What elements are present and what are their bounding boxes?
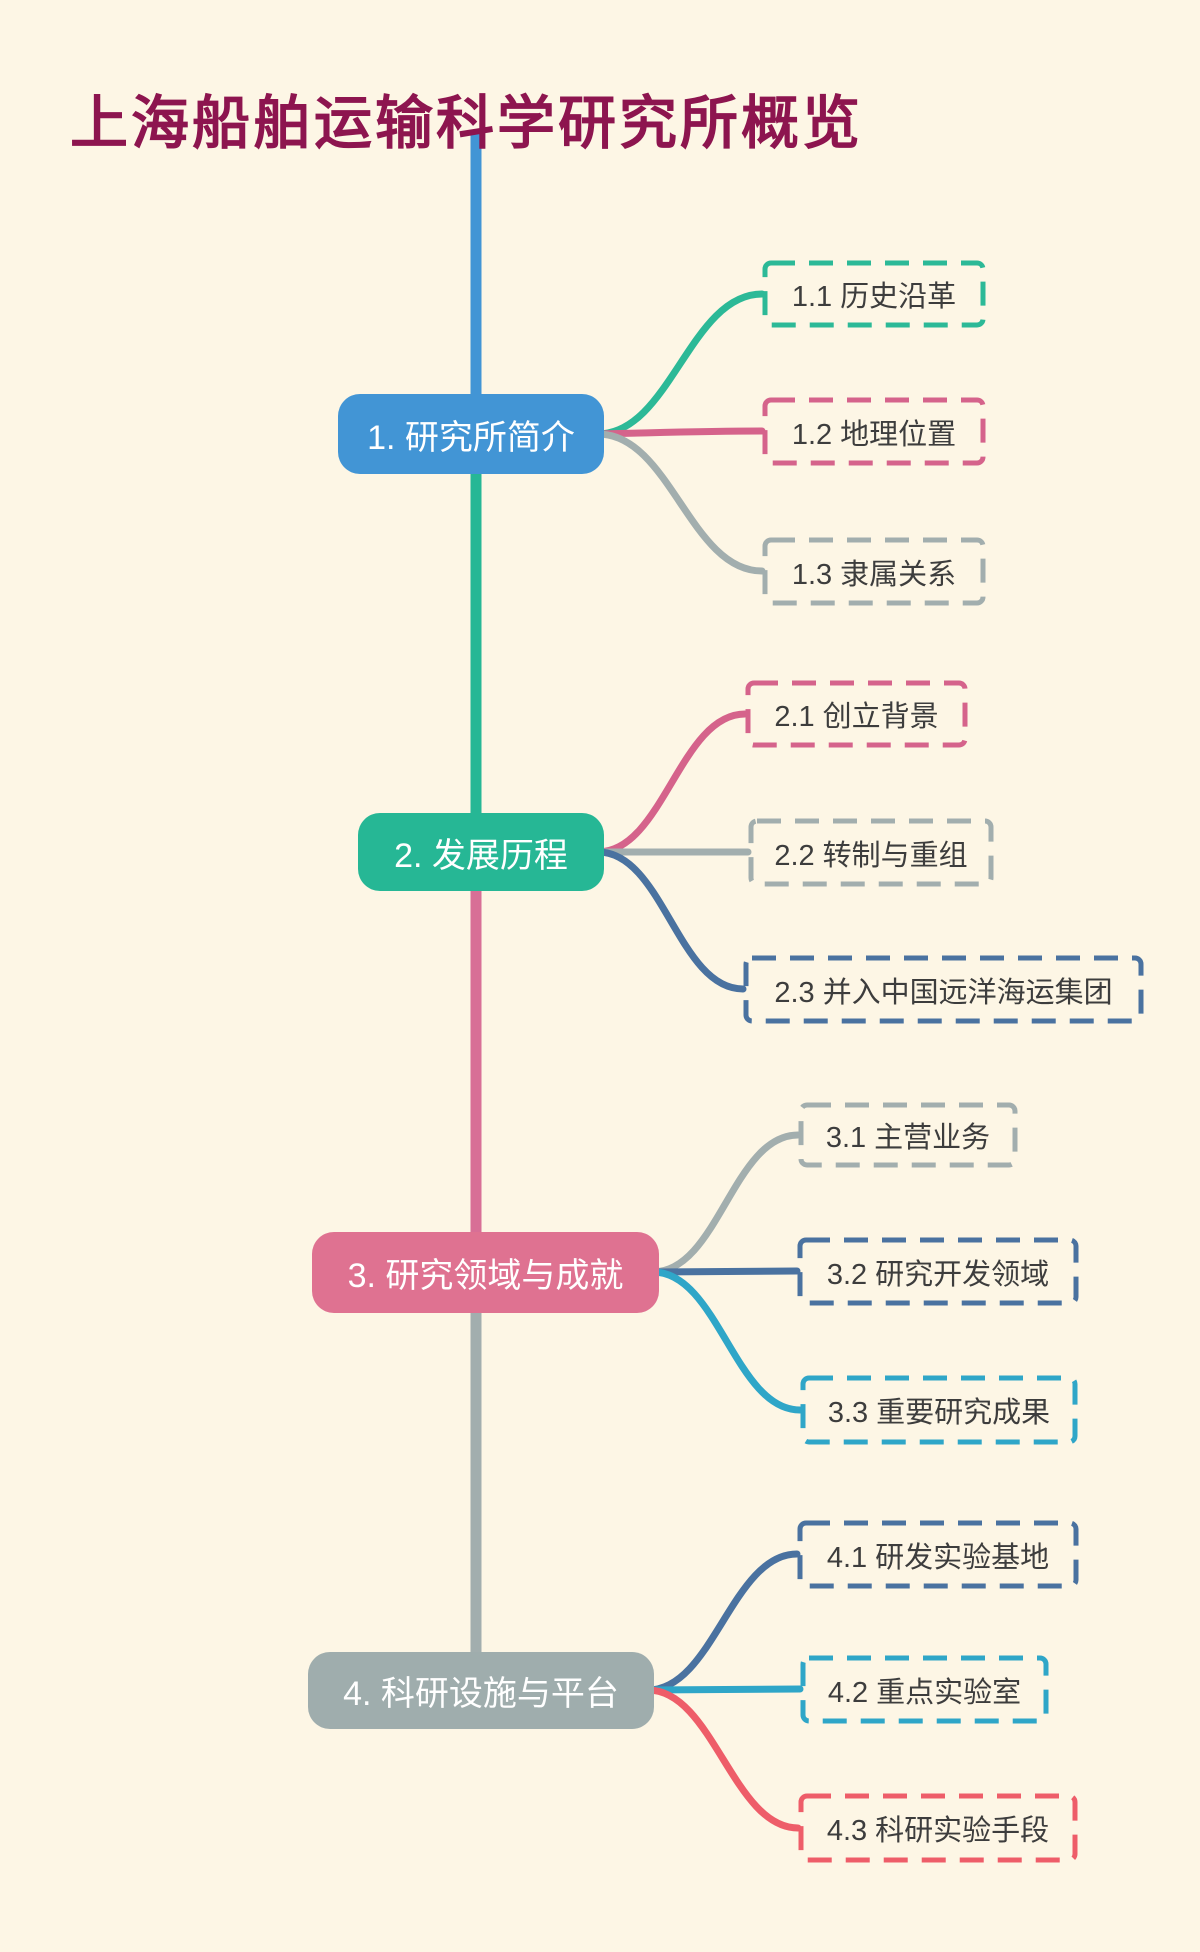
leaf-node-2-2[interactable]: 2.2 转制与重组 bbox=[748, 818, 994, 887]
leaf-node-2-1-label: 2.1 创立背景 bbox=[774, 701, 939, 733]
connector-1-2 bbox=[594, 427, 766, 438]
branch-node-1-label: 1. 研究所简介 bbox=[367, 418, 575, 457]
leaf-node-3-2-label: 3.2 研究开发领域 bbox=[826, 1258, 1050, 1291]
branch-node-4-label: 4. 科研设施与平台 bbox=[343, 1675, 619, 1713]
leaf-node-1-1[interactable]: 1.1 历史沿革 bbox=[762, 260, 986, 328]
connector-3-1 bbox=[649, 1131, 802, 1276]
dashed-border bbox=[743, 955, 1144, 1024]
branch-node-2[interactable]: 2. 发展历程 bbox=[358, 813, 604, 891]
leaf-node-4-1-label: 4.1 研发实验基地 bbox=[826, 1541, 1050, 1574]
dashed-border bbox=[800, 1655, 1049, 1724]
branch-node-1[interactable]: 1. 研究所简介 bbox=[338, 394, 604, 474]
connector-2-3 bbox=[594, 848, 747, 993]
branch-node-3[interactable]: 3. 研究领域与成就 bbox=[312, 1232, 659, 1313]
leaf-node-4-2-label: 4.2 重点实验室 bbox=[827, 1676, 1022, 1709]
leaf-node-3-3-label: 3.3 重要研究成果 bbox=[827, 1397, 1051, 1429]
leaf-node-4-1[interactable]: 4.1 研发实验基地 bbox=[797, 1520, 1079, 1589]
connector-1-3 bbox=[594, 430, 766, 575]
leaf-node-2-1[interactable]: 2.1 创立背景 bbox=[745, 680, 968, 748]
connector-3-2 bbox=[649, 1267, 801, 1276]
connector-4-2 bbox=[644, 1685, 804, 1694]
leaf-node-2-3[interactable]: 2.3 并入中国远洋海运集团 bbox=[743, 955, 1144, 1024]
leaf-node-1-1-label: 1.1 历史沿革 bbox=[791, 281, 957, 313]
leaf-node-3-1[interactable]: 3.1 主营业务 bbox=[798, 1102, 1018, 1168]
dashed-border bbox=[797, 1237, 1079, 1306]
leaf-node-4-3-label: 4.3 科研实验手段 bbox=[826, 1815, 1050, 1847]
connector-4-1 bbox=[644, 1550, 801, 1694]
connector-2-1 bbox=[594, 710, 749, 856]
leaf-node-2-2-label: 2.2 转制与重组 bbox=[774, 839, 968, 872]
branch-node-2-label: 2. 发展历程 bbox=[394, 836, 568, 875]
leaf-node-2-3-label: 2.3 并入中国远洋海运集团 bbox=[774, 976, 1113, 1009]
branch-node-4[interactable]: 4. 科研设施与平台 bbox=[308, 1652, 654, 1729]
leaf-node-4-3[interactable]: 4.3 科研实验手段 bbox=[798, 1793, 1078, 1863]
leaf-node-4-2[interactable]: 4.2 重点实验室 bbox=[800, 1655, 1049, 1724]
leaf-node-1-2-label: 1.2 地理位置 bbox=[791, 418, 957, 451]
dashed-border bbox=[797, 1520, 1079, 1589]
connector-3-3 bbox=[649, 1268, 804, 1414]
leaf-node-3-3[interactable]: 3.3 重要研究成果 bbox=[800, 1375, 1078, 1445]
connector-4-3 bbox=[644, 1686, 802, 1832]
leaf-node-3-1-label: 3.1 主营业务 bbox=[825, 1122, 991, 1154]
dashed-border bbox=[748, 818, 994, 887]
leaf-node-1-3-label: 1.3 隶属关系 bbox=[791, 558, 957, 591]
connector-1-1 bbox=[594, 290, 766, 438]
leaf-node-1-3[interactable]: 1.3 隶属关系 bbox=[762, 537, 986, 606]
leaf-node-3-2[interactable]: 3.2 研究开发领域 bbox=[797, 1237, 1079, 1306]
mindmap-title: 上海船舶运输科学研究所概览 bbox=[70, 91, 864, 156]
branch-node-3-label: 3. 研究领域与成就 bbox=[347, 1257, 624, 1295]
leaf-node-1-2[interactable]: 1.2 地理位置 bbox=[762, 397, 986, 466]
